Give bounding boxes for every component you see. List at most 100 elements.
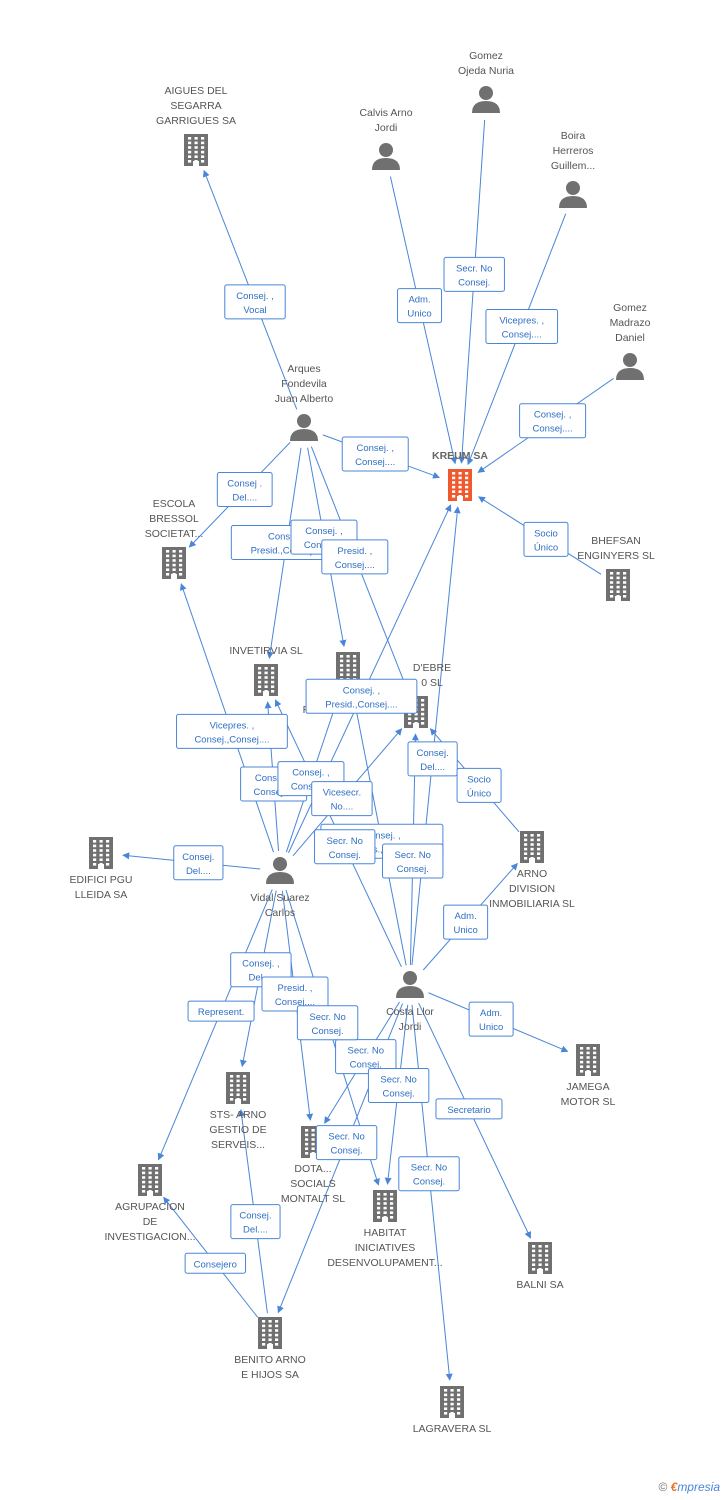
edge-label-vidal-to-kreum[interactable]: Consej. , Presid.,Consej....: [305, 678, 418, 714]
node-label-line: INICIATIVES: [355, 1242, 415, 1254]
edge-label-text: Adm.: [455, 911, 477, 922]
node-lagravera[interactable]: LAGRAVERA SL: [413, 1386, 492, 1435]
edge-label-box: [367, 1068, 430, 1104]
edge-label-text: Único: [534, 542, 558, 553]
edge-label-vidal-to-edifici[interactable]: Consej.Del....: [173, 845, 224, 881]
node-kreum[interactable]: KREUM SA: [432, 450, 488, 501]
edge-label-vidal-to-escola[interactable]: Vicepres. ,Consej.,Consej....: [176, 713, 288, 749]
node-habitat[interactable]: HABITATINICIATIVESDESENVOLUPAMENT...: [327, 1190, 443, 1269]
edge-label-arques-to-kreum[interactable]: Consej. ,Consej....: [341, 436, 409, 472]
edge-label-box: [398, 1156, 460, 1192]
node-balni[interactable]: BALNI SA: [516, 1242, 564, 1291]
edge-label-arques-to-aigues[interactable]: Consej. ,Vocal: [224, 284, 286, 320]
edge-label-text: Consej.: [182, 852, 214, 863]
node-label-line: BRESSOL: [149, 513, 199, 525]
node-escola[interactable]: ESCOLABRESSOLSOCIETAT...: [145, 498, 204, 579]
edge-label-arques-to-debre[interactable]: Presid. ,Consej....: [321, 539, 389, 575]
building-icon: [373, 1190, 397, 1222]
node-label-line: Carlos: [265, 907, 295, 919]
edge-label-text: Vicesecr.: [323, 788, 361, 799]
edge-label-box: [176, 713, 288, 749]
edge-label-text: Vicepres.,Consej....: [341, 844, 423, 855]
edge-label-text: Adm.: [408, 295, 430, 306]
node-label-line: DESENVOLUPAMENT...: [327, 1257, 442, 1269]
edge-label-box: [230, 1204, 281, 1240]
edge-label-text: Vicepres. ,: [499, 316, 544, 327]
building-icon: [184, 134, 208, 166]
edge-label-text: Consej. ,: [242, 959, 280, 970]
edge-label-text: Consej. ,: [268, 531, 306, 542]
edge-label-box: [315, 1125, 378, 1161]
edge-label-text: Consej....: [254, 787, 294, 798]
edge-label-costa-to-arno_div[interactable]: Adm.Unico: [443, 904, 489, 940]
building-icon: [258, 1317, 282, 1349]
empresia-watermark: © €mpresia: [658, 1480, 720, 1494]
edge-label-text: Secr. No: [411, 1163, 447, 1174]
node-label-line: SOCIALS: [290, 1178, 336, 1190]
node-label-line: BHEFSAN: [591, 535, 641, 547]
edge-label-text: Del....: [243, 1225, 268, 1236]
edge-label-text: Consej.: [413, 1177, 445, 1188]
edge-label-costa-to-lagravera[interactable]: Secr. No Consej.: [398, 1156, 460, 1192]
edge-label-boira-to-kreum[interactable]: Vicepres. ,Consej....: [485, 309, 559, 345]
edge-label-text: Secr. No: [380, 1075, 416, 1086]
node-agrupacion[interactable]: AGRUPACIONDEINVESTIGACION...: [104, 1164, 196, 1243]
edge-label-calvis-to-kreum[interactable]: Adm.Unico: [397, 288, 443, 324]
edge-label-text: Consej. ,: [363, 830, 401, 841]
edge-label-vidal-to-debre[interactable]: Vicesecr.No....: [311, 781, 373, 817]
edge-label-costa-to-kreum[interactable]: Consej.Del....: [407, 741, 458, 777]
node-boira[interactable]: BoiraHerrerosGuillem...: [551, 130, 595, 208]
edge-label-vidal-to-agrupacion[interactable]: Represent.: [187, 1000, 255, 1022]
edge-label-box: [407, 741, 458, 777]
node-invetirvia[interactable]: INVETIRVIA SL: [229, 645, 303, 696]
edge-label-text: Secr. No: [328, 1132, 364, 1143]
edge-label-text: Presid.,Consej....: [325, 699, 397, 710]
node-label-line: MOTOR SL: [561, 1096, 616, 1108]
edge-label-box: [519, 403, 587, 439]
edge-label-text: Consej.: [350, 1060, 382, 1071]
node-label-line: Jordi: [399, 1021, 422, 1033]
edge-label-arques-to-escola[interactable]: Consej .Del....: [216, 472, 273, 508]
edge-label-text: Represent.: [198, 1007, 244, 1018]
edge-label-text: Vicepres. ,: [210, 720, 255, 731]
node-label-line: EDIFICI PGU: [69, 874, 132, 886]
edge-label-benito-to-agrupacion[interactable]: Consejero: [184, 1252, 247, 1274]
edge-label-gomez_madrazo-to-kreum[interactable]: Consej. ,Consej....: [519, 403, 587, 439]
edge-label-costa-to-jamega[interactable]: Adm.Unico: [468, 1001, 514, 1037]
edge-label-text: Consej .: [227, 479, 262, 490]
edge-label-text: Consej. ,: [343, 685, 381, 696]
person-icon: [472, 86, 500, 113]
node-label-line: SEGARRA: [170, 100, 221, 112]
node-label-line: Vidal Suarez: [250, 892, 309, 904]
edge-label-box: [443, 904, 489, 940]
edge-label-benito-to-sts[interactable]: Consej.Del....: [230, 1204, 281, 1240]
edge-label-costa-to-balni[interactable]: Secretario: [435, 1098, 503, 1120]
edge-label-vidal-to-dotacions[interactable]: Presid. ,Consej....: [261, 976, 329, 1012]
node-label-line: Arques: [287, 363, 320, 375]
edge-label-text: Unico: [479, 1022, 503, 1033]
node-label-line: INVETIRVIA SL: [229, 645, 302, 657]
